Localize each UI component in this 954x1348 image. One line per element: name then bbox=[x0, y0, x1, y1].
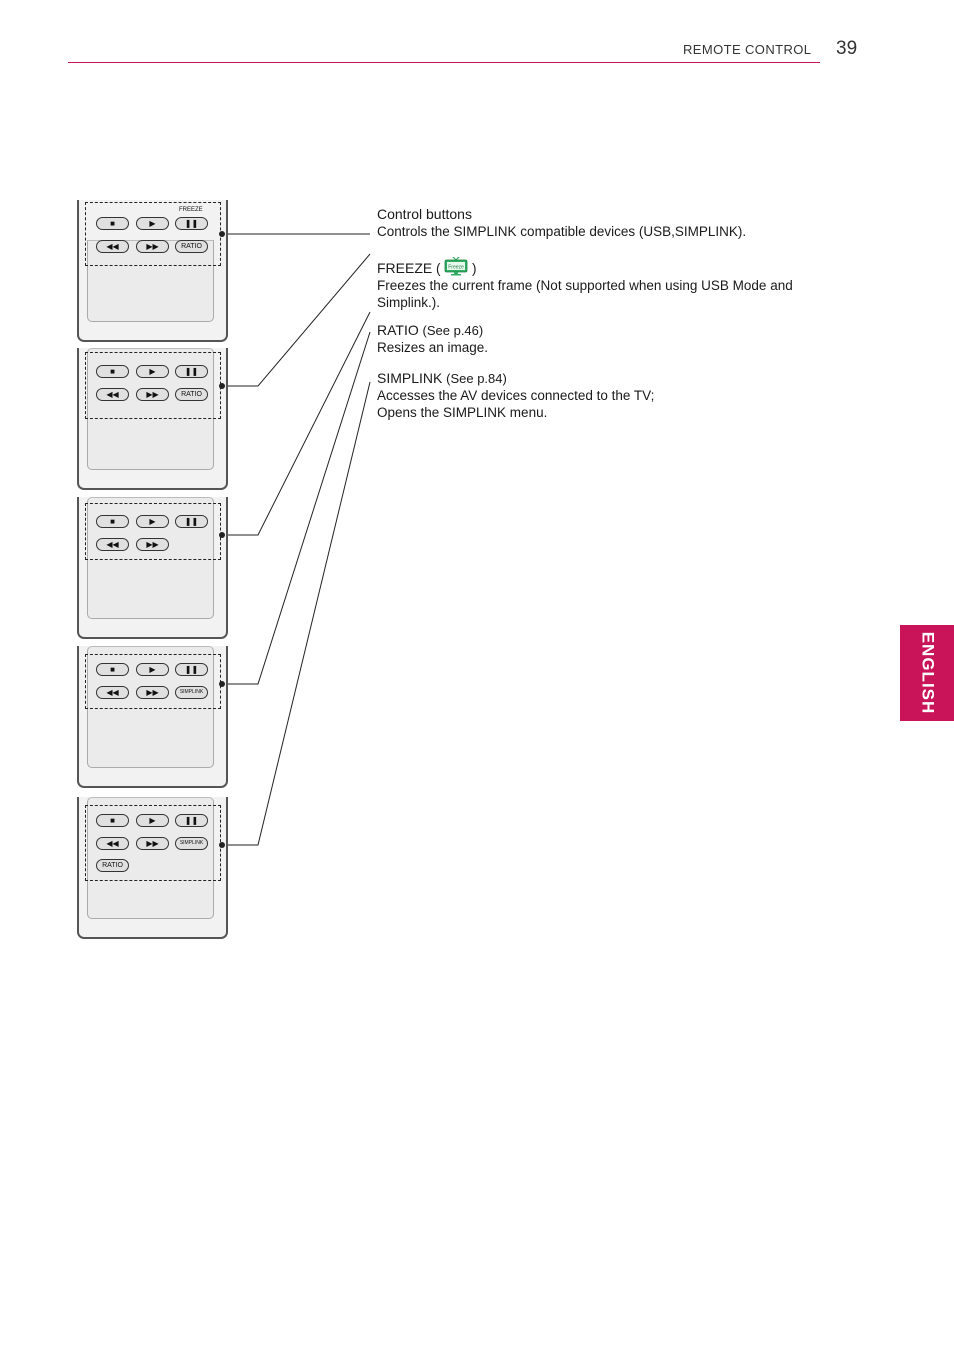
play-button: ▶ bbox=[136, 365, 169, 378]
stop-button: ■ bbox=[96, 515, 129, 528]
page-number: 39 bbox=[836, 38, 858, 59]
desc-line: Accesses the AV devices connected to the… bbox=[377, 388, 655, 403]
highlight-box bbox=[85, 503, 221, 560]
desc-line: Opens the SIMPLINK menu. bbox=[377, 405, 548, 420]
rewind-button: ◀◀ bbox=[96, 686, 129, 699]
play-button: ▶ bbox=[136, 515, 169, 528]
language-tab: ENGLISH bbox=[900, 625, 954, 721]
desc-term: Control buttons bbox=[377, 206, 472, 222]
freeze-icon-text: Freeze bbox=[448, 265, 464, 271]
simplink-button: SIMPLINK bbox=[175, 837, 208, 850]
stop-button: ■ bbox=[96, 663, 129, 676]
remote-illustration-2: ■ ▶ ❚❚ ◀◀ ▶▶ RATIO bbox=[77, 348, 228, 490]
remote-panel bbox=[87, 240, 214, 322]
simplink-button: SIMPLINK bbox=[175, 686, 208, 699]
desc-term: SIMPLINK bbox=[377, 370, 443, 386]
desc-line: Simplink.). bbox=[377, 295, 441, 310]
header-rule bbox=[68, 62, 820, 63]
pause-button: ❚❚ bbox=[175, 515, 208, 528]
freeze-tv-icon: Freeze bbox=[444, 256, 468, 276]
desc-term: FREEZE bbox=[377, 260, 433, 276]
ratio-button: RATIO bbox=[96, 859, 129, 872]
callout-dot bbox=[219, 681, 225, 687]
desc-simplink: SIMPLINK (See p.84) Accesses the AV devi… bbox=[377, 370, 654, 421]
desc-control-buttons: Control buttons Controls the SIMPLINK co… bbox=[377, 206, 746, 240]
callout-dot bbox=[219, 532, 225, 538]
callout-dot bbox=[219, 842, 225, 848]
rewind-button: ◀◀ bbox=[96, 240, 129, 253]
desc-line: Controls the SIMPLINK compatible devices… bbox=[377, 224, 747, 239]
desc-term: RATIO bbox=[377, 322, 419, 338]
stop-button: ■ bbox=[96, 365, 129, 378]
rewind-button: ◀◀ bbox=[96, 837, 129, 850]
callout-line-simplink-b bbox=[222, 381, 371, 846]
fast-forward-button: ▶▶ bbox=[136, 837, 169, 850]
pause-button: ❚❚ bbox=[175, 663, 208, 676]
callout-dot bbox=[219, 383, 225, 389]
fast-forward-button: ▶▶ bbox=[136, 686, 169, 699]
freeze-label: FREEZE bbox=[179, 207, 203, 213]
ratio-button: RATIO bbox=[175, 240, 208, 253]
rewind-button: ◀◀ bbox=[96, 538, 129, 551]
section-title: REMOTE CONTROL bbox=[683, 42, 812, 57]
callout-line-freeze bbox=[222, 253, 371, 387]
pause-button: ❚❚ bbox=[175, 365, 208, 378]
stop-button: ■ bbox=[96, 814, 129, 827]
play-button: ▶ bbox=[136, 217, 169, 230]
play-button: ▶ bbox=[136, 663, 169, 676]
fast-forward-button: ▶▶ bbox=[136, 240, 169, 253]
desc-line: Resizes an image. bbox=[377, 340, 489, 355]
callout-dot bbox=[219, 231, 225, 237]
paren-open: ( bbox=[436, 261, 441, 276]
callout-line-simplink-a bbox=[222, 331, 371, 685]
remote-illustration-4: ■ ▶ ❚❚ ◀◀ ▶▶ SIMPLINK bbox=[77, 646, 228, 788]
paren-close: ) bbox=[472, 261, 477, 276]
remote-illustration-5: ■ ▶ ❚❚ ◀◀ ▶▶ SIMPLINK RATIO bbox=[77, 797, 228, 939]
stop-button: ■ bbox=[96, 217, 129, 230]
pause-button: ❚❚ bbox=[175, 814, 208, 827]
fast-forward-button: ▶▶ bbox=[136, 538, 169, 551]
play-button: ▶ bbox=[136, 814, 169, 827]
desc-line: Freezes the current frame (Not supported… bbox=[377, 278, 793, 293]
desc-page-ref: (See p.84) bbox=[446, 371, 507, 386]
ratio-button: RATIO bbox=[175, 388, 208, 401]
remote-illustration-3: ■ ▶ ❚❚ ◀◀ ▶▶ bbox=[77, 497, 228, 639]
desc-page-ref: (See p.46) bbox=[422, 323, 484, 338]
desc-freeze: FREEZE ( Freeze ) Freezes the current fr… bbox=[377, 256, 793, 311]
remote-illustration-1: FREEZE ■ ▶ ❚❚ ◀◀ ▶▶ RATIO bbox=[77, 200, 228, 342]
fast-forward-button: ▶▶ bbox=[136, 388, 169, 401]
highlight-box bbox=[85, 352, 221, 419]
desc-ratio: RATIO (See p.46) Resizes an image. bbox=[377, 322, 488, 356]
callout-line-ratio bbox=[222, 311, 371, 536]
rewind-button: ◀◀ bbox=[96, 388, 129, 401]
pause-button: ❚❚ bbox=[175, 217, 208, 230]
